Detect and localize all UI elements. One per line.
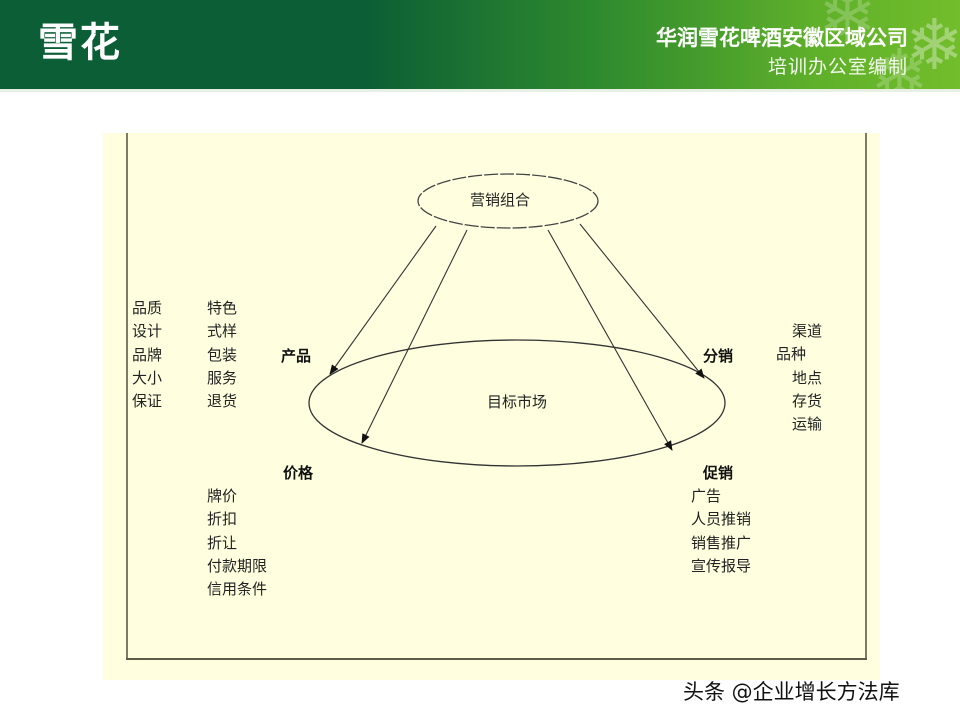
arrow-to-promotion	[547, 229, 673, 451]
distribution-items: 渠道 品种 地点 存货 运输	[776, 320, 822, 436]
marketing-mix-node: 营销组合	[470, 191, 531, 209]
product-label: 产品	[281, 347, 312, 365]
diagram-border-right	[865, 133, 867, 660]
brand-logo: 雪花	[38, 19, 122, 66]
product-items-col1: 品质 设计 品牌 大小 保证	[132, 297, 162, 413]
list-item: 牌价	[207, 487, 238, 505]
list-item: 特色	[207, 299, 238, 317]
list-item: 运输	[791, 415, 822, 434]
promotion-label: 促销	[703, 464, 734, 482]
diagram-border-bottom	[126, 658, 867, 660]
list-item: 大小	[132, 368, 163, 387]
list-item: 付款期限	[207, 556, 268, 575]
arrow-to-product	[329, 225, 437, 375]
list-item: 设计	[132, 322, 163, 341]
watermark: 头条 @企业增长方法库	[683, 680, 900, 704]
arrow-to-distribution	[579, 223, 705, 379]
target-market-node: 目标市场	[487, 393, 548, 411]
list-item: 折让	[207, 533, 238, 552]
list-item: 式样	[207, 322, 238, 341]
marketing-mix-ellipse	[417, 173, 599, 229]
snowflake-icon: ❄	[870, 34, 929, 89]
diagram-panel	[103, 133, 880, 680]
diagram-border-left	[126, 133, 128, 660]
price-label: 价格	[283, 464, 314, 482]
list-item: 品种	[776, 345, 807, 364]
arrow-to-price	[361, 229, 468, 444]
slide-header: ❄ ❄ ❄ 雪花 华润雪花啤酒安徽区域公司 培训办公室编制	[0, 0, 960, 89]
snowflake-icon: ❄	[905, 4, 960, 86]
price-items: 牌价 折扣 折让 付款期限 信用条件	[207, 485, 267, 601]
list-item: 包装	[207, 345, 238, 364]
list-item: 品牌	[132, 345, 163, 364]
list-item: 退货	[207, 392, 238, 411]
list-item: 折扣	[207, 510, 238, 529]
list-item: 信用条件	[207, 580, 268, 599]
list-item: 存货	[791, 391, 822, 410]
list-item: 渠道	[791, 322, 822, 340]
product-items-col2: 特色 式样 包装 服务 退货	[207, 297, 237, 413]
header-divider	[0, 89, 960, 92]
department-name: 培训办公室编制	[767, 56, 908, 78]
list-item: 地点	[791, 368, 822, 387]
list-item: 人员推销	[691, 510, 752, 529]
list-item: 保证	[132, 392, 163, 411]
list-item: 品质	[132, 299, 163, 317]
list-item: 销售推广	[691, 533, 752, 552]
snowflake-icon: ❄	[818, 0, 877, 58]
list-item: 服务	[207, 368, 238, 387]
promotion-items: 广告 人员推销 销售推广 宣传报导	[691, 485, 751, 578]
list-item: 广告	[691, 487, 722, 505]
company-name: 华润雪花啤酒安徽区域公司	[656, 25, 908, 50]
distribution-label: 分销	[703, 347, 734, 365]
list-item: 宣传报导	[691, 556, 752, 575]
target-market-ellipse	[308, 339, 726, 467]
